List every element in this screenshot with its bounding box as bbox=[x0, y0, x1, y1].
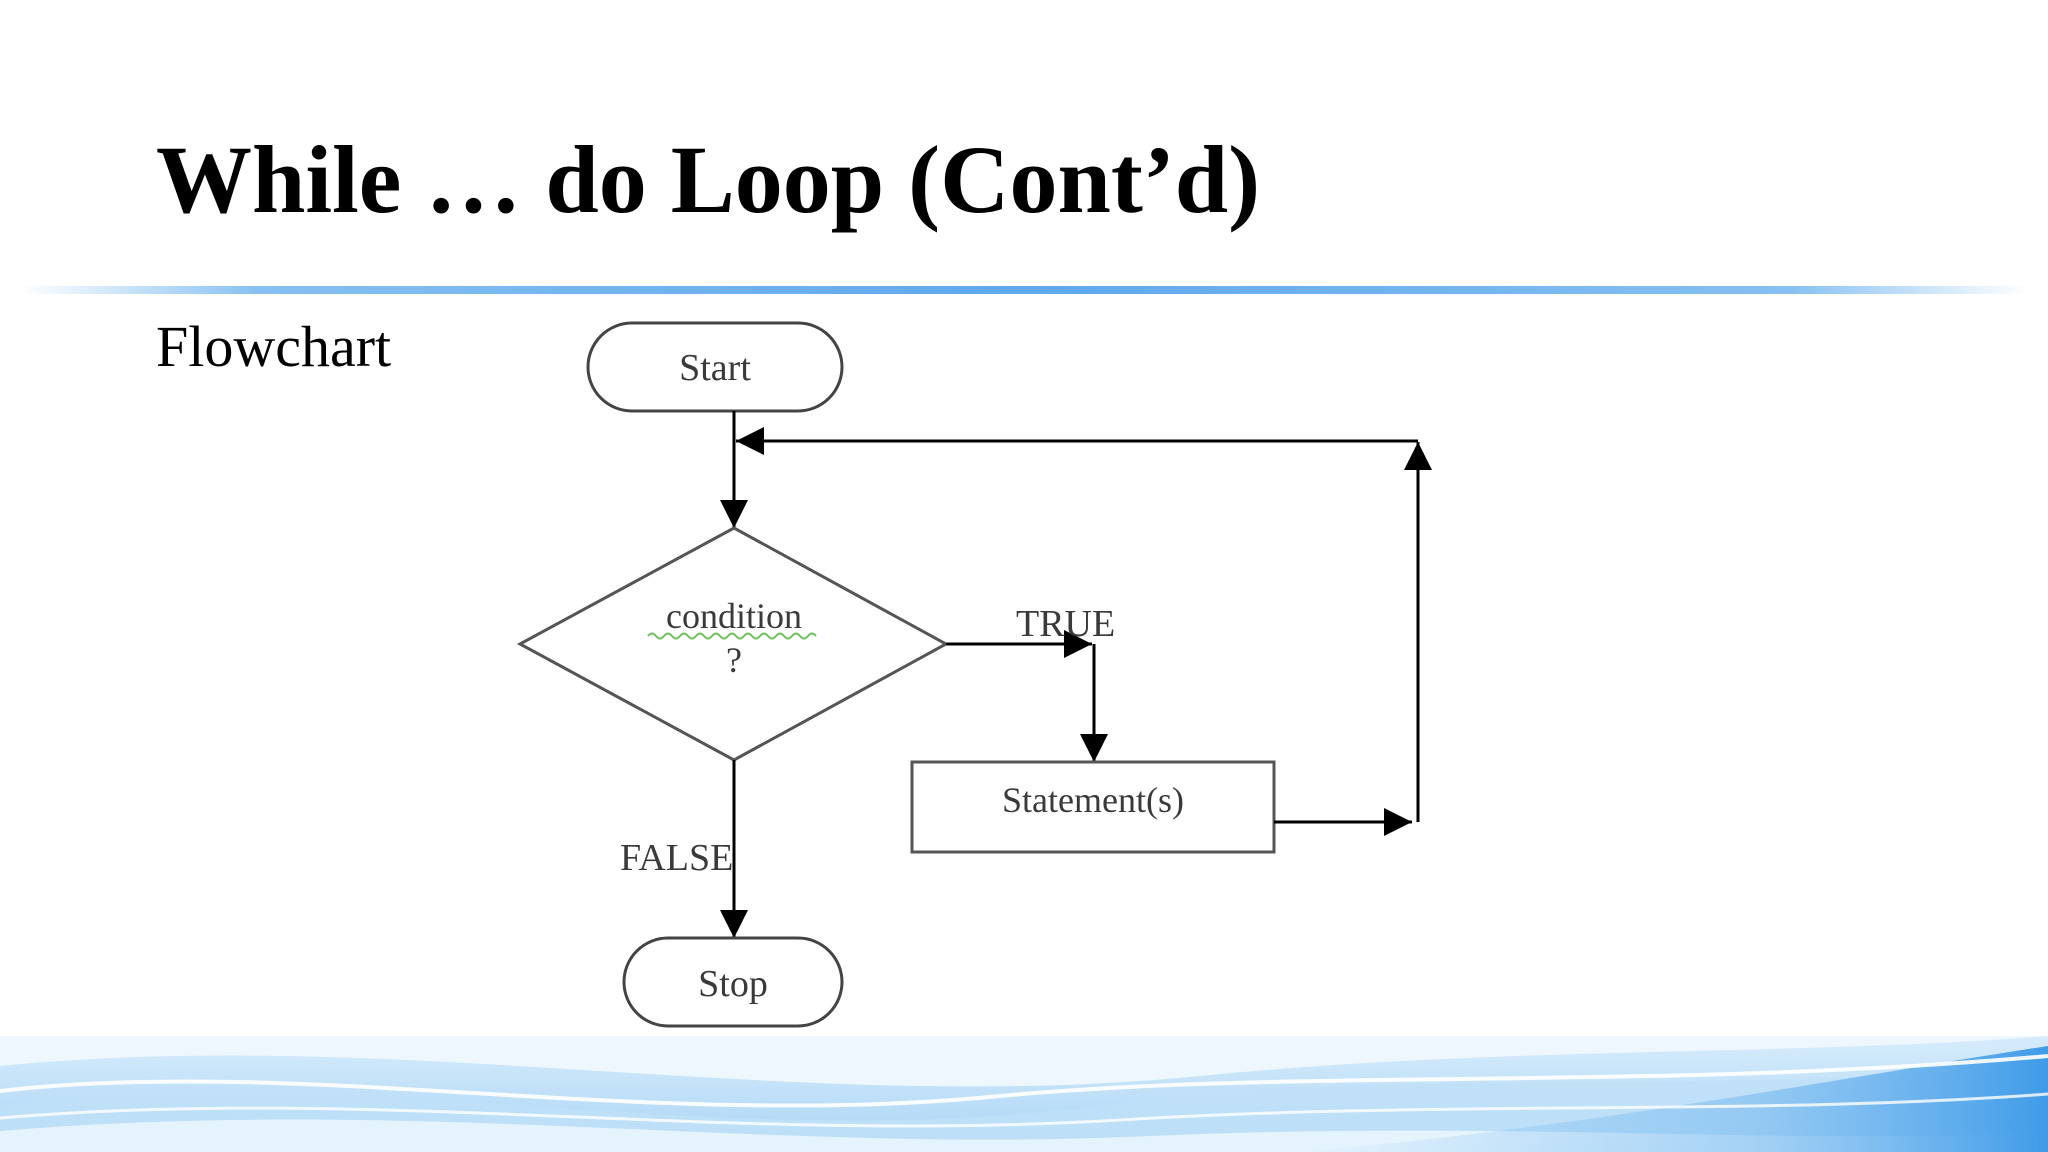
condition-label: condition bbox=[666, 596, 802, 636]
statement-label: Statement(s) bbox=[1002, 780, 1184, 820]
title-divider bbox=[20, 286, 2028, 294]
true-label: TRUE bbox=[1016, 603, 1115, 645]
footer-wave-decoration bbox=[0, 1036, 2048, 1152]
condition-question-mark: ? bbox=[726, 640, 742, 680]
start-terminal: Start bbox=[586, 321, 844, 413]
spellcheck-underline bbox=[647, 632, 817, 640]
condition-decision: condition ? bbox=[516, 526, 950, 762]
slide-title: While … do Loop (Cont’d) bbox=[156, 126, 1261, 233]
start-label: Start bbox=[679, 347, 751, 389]
slide-subtitle: Flowchart bbox=[156, 314, 392, 379]
stop-label: Stop bbox=[698, 963, 768, 1005]
false-label: FALSE bbox=[620, 837, 733, 879]
statement-box: Statement(s) bbox=[910, 760, 1276, 854]
stop-terminal: Stop bbox=[622, 936, 844, 1028]
